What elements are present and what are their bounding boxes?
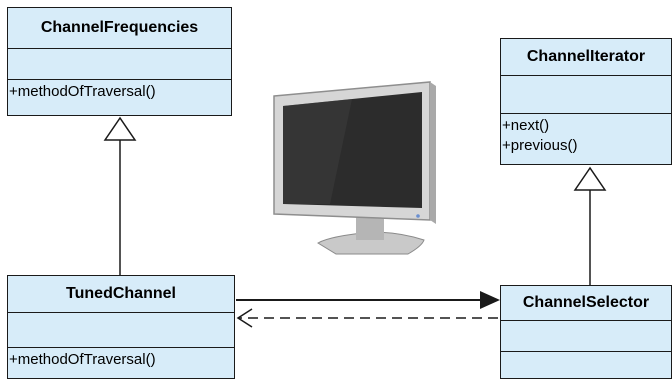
operation-previous: +previous()	[502, 137, 578, 154]
class-attributes-channelselector	[501, 321, 671, 352]
dependency-arrowhead-tunedchannel	[236, 308, 253, 328]
flat-screen-tv-icon	[273, 81, 436, 255]
operation-next: +next()	[502, 117, 550, 134]
class-channeliterator: ChannelIterator +next() +previous()	[500, 38, 672, 165]
association-arrowhead-channelselector	[480, 291, 500, 309]
class-name-channelfrequencies: ChannelFrequencies	[8, 8, 231, 49]
class-name-tunedchannel: TunedChannel	[8, 276, 234, 313]
class-attributes-tunedchannel	[8, 313, 234, 348]
operation-methodoftraversal: +methodOfTraversal()	[9, 83, 156, 100]
generalization-arrowhead-channeliterator	[573, 166, 607, 191]
class-channelfrequencies: ChannelFrequencies +methodOfTraversal()	[7, 7, 232, 116]
class-operations-tunedchannel: +methodOfTraversal()	[8, 348, 234, 372]
class-tunedchannel: TunedChannel +methodOfTraversal()	[7, 275, 235, 379]
operation-methodoftraversal: +methodOfTraversal()	[9, 351, 156, 368]
class-channelselector: ChannelSelector	[500, 285, 672, 379]
generalization-arrowhead-channelfrequencies	[103, 116, 137, 141]
class-operations-channelselector	[501, 352, 671, 356]
class-name-channeliterator: ChannelIterator	[501, 39, 671, 76]
class-name-channelselector: ChannelSelector	[501, 286, 671, 321]
class-attributes-channelfrequencies	[8, 49, 231, 80]
class-attributes-channeliterator	[501, 76, 671, 114]
class-operations-channelfrequencies: +methodOfTraversal()	[8, 80, 231, 104]
class-operations-channeliterator: +next() +previous()	[501, 114, 671, 158]
